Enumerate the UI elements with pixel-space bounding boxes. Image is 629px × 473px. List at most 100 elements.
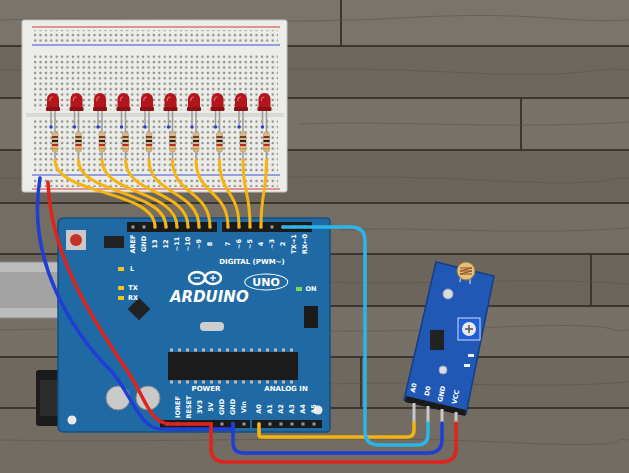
wood-table: [340, 0, 342, 46]
header-title: POWER: [192, 386, 221, 393]
breadboard: [22, 20, 287, 192]
sensor-module-art: [404, 262, 494, 414]
breadboard: [32, 27, 280, 28]
led-signal-wires: [55, 160, 267, 227]
sensor-module-art: [462, 322, 476, 336]
breadboard: [234, 93, 248, 162]
pin-label: GND: [141, 236, 148, 252]
pin-label: VCC: [451, 389, 460, 405]
pin-label: A2: [278, 404, 285, 414]
pin-label: RX←0: [302, 234, 309, 254]
wood-table: [330, 382, 629, 385]
wood-table: [590, 254, 592, 306]
pin-label: Vin: [241, 401, 248, 413]
pin-label: GND: [219, 399, 226, 415]
pin-label: 12: [163, 239, 170, 248]
arduino-board-art: [304, 306, 318, 328]
arduino-board-art: [252, 420, 322, 428]
pin-label: IOREF: [175, 396, 182, 418]
arduino-board-art: [68, 416, 77, 425]
pin-label: AREF: [130, 235, 137, 254]
pin-label: A4: [300, 404, 307, 414]
breadboard: [187, 93, 201, 162]
brand-logo: [205, 272, 221, 284]
pin-label: ~10: [185, 237, 192, 252]
arduino-board-art: [118, 296, 124, 300]
led-signal-wires: [243, 160, 250, 227]
pin-label: A0: [410, 383, 418, 394]
pin-label: GND: [437, 385, 447, 402]
breadboard: [34, 30, 278, 42]
sensor-module-art: [460, 268, 472, 274]
sensor-module-art: [430, 330, 444, 350]
arduino-board-art: [258, 423, 323, 426]
pin-label: 3V3: [197, 400, 204, 414]
wood-table: [0, 202, 629, 204]
pin-label: 7: [225, 242, 232, 247]
arduino-board-art: [70, 234, 82, 246]
arduino-board-art: [200, 322, 224, 331]
pin-label: ~6: [236, 239, 243, 249]
pin-label: A1: [267, 404, 274, 414]
ground-wire: [233, 423, 442, 453]
led-signal-wires: [220, 160, 240, 227]
pin-label: A3: [289, 404, 296, 414]
sensor-module-art: [458, 318, 480, 340]
sensor-module-art: [443, 289, 453, 299]
led-signal-wires: [126, 160, 189, 227]
brand-logo: [194, 277, 200, 278]
led-signal-wires: [173, 160, 211, 227]
breadboard: [211, 93, 225, 162]
pin-label: 4: [258, 242, 265, 247]
signal-wire: [330, 227, 428, 445]
arduino-board-art: [118, 267, 124, 271]
pin-label: 8: [207, 242, 214, 247]
pin-label: ~3: [269, 239, 276, 249]
led-signal-wires: [261, 160, 267, 227]
sensor-module-art: [413, 403, 416, 423]
pin-label: ~11: [174, 237, 181, 252]
arduino-board-art: [170, 381, 296, 384]
sensor-module: A0D0GNDVCC: [398, 258, 498, 423]
led-label: L: [130, 266, 134, 273]
brand-logo: [189, 272, 205, 284]
pin-label: TX→1: [291, 234, 298, 253]
arduino-board-art: [66, 230, 86, 250]
breadboard: [32, 189, 280, 190]
led-signal-wires: [102, 160, 177, 227]
breadboard: [32, 45, 280, 46]
breadboard: [117, 93, 131, 162]
pin-label: A5: [311, 404, 318, 414]
breadboard: [164, 93, 178, 162]
sensor-module-art: [404, 262, 494, 423]
arduino-board-art: [170, 349, 296, 352]
sensor-module-art: [441, 409, 444, 423]
pin-label: ~9: [196, 239, 203, 249]
arduino-board-art: [296, 287, 302, 291]
breadboard: [258, 93, 272, 162]
sensor-module-art: [427, 406, 430, 423]
sensor-module-art: [464, 364, 470, 367]
breadboard: [140, 93, 154, 162]
breadboard: [70, 93, 84, 162]
led-label: RX: [128, 295, 138, 302]
sensor-module-art: [465, 325, 473, 333]
arduino-board-art: [104, 236, 124, 248]
pin-label: 13: [152, 239, 159, 248]
sensor-module-art: [457, 262, 475, 280]
arduino-board-art: [127, 222, 217, 232]
signal-wire: [259, 423, 414, 437]
pin-label: ~5: [247, 239, 254, 249]
wood-table: [340, 228, 629, 231]
pin-label: 5V: [208, 402, 215, 412]
sensor-module-art: [439, 366, 447, 374]
led-label: TX: [128, 285, 137, 292]
wood-table: [0, 15, 629, 444]
breadboard: [22, 20, 287, 192]
board-model: UNO: [244, 274, 288, 291]
brand-logo: [189, 272, 221, 284]
header-title: DIGITAL (PWM~): [219, 259, 284, 266]
